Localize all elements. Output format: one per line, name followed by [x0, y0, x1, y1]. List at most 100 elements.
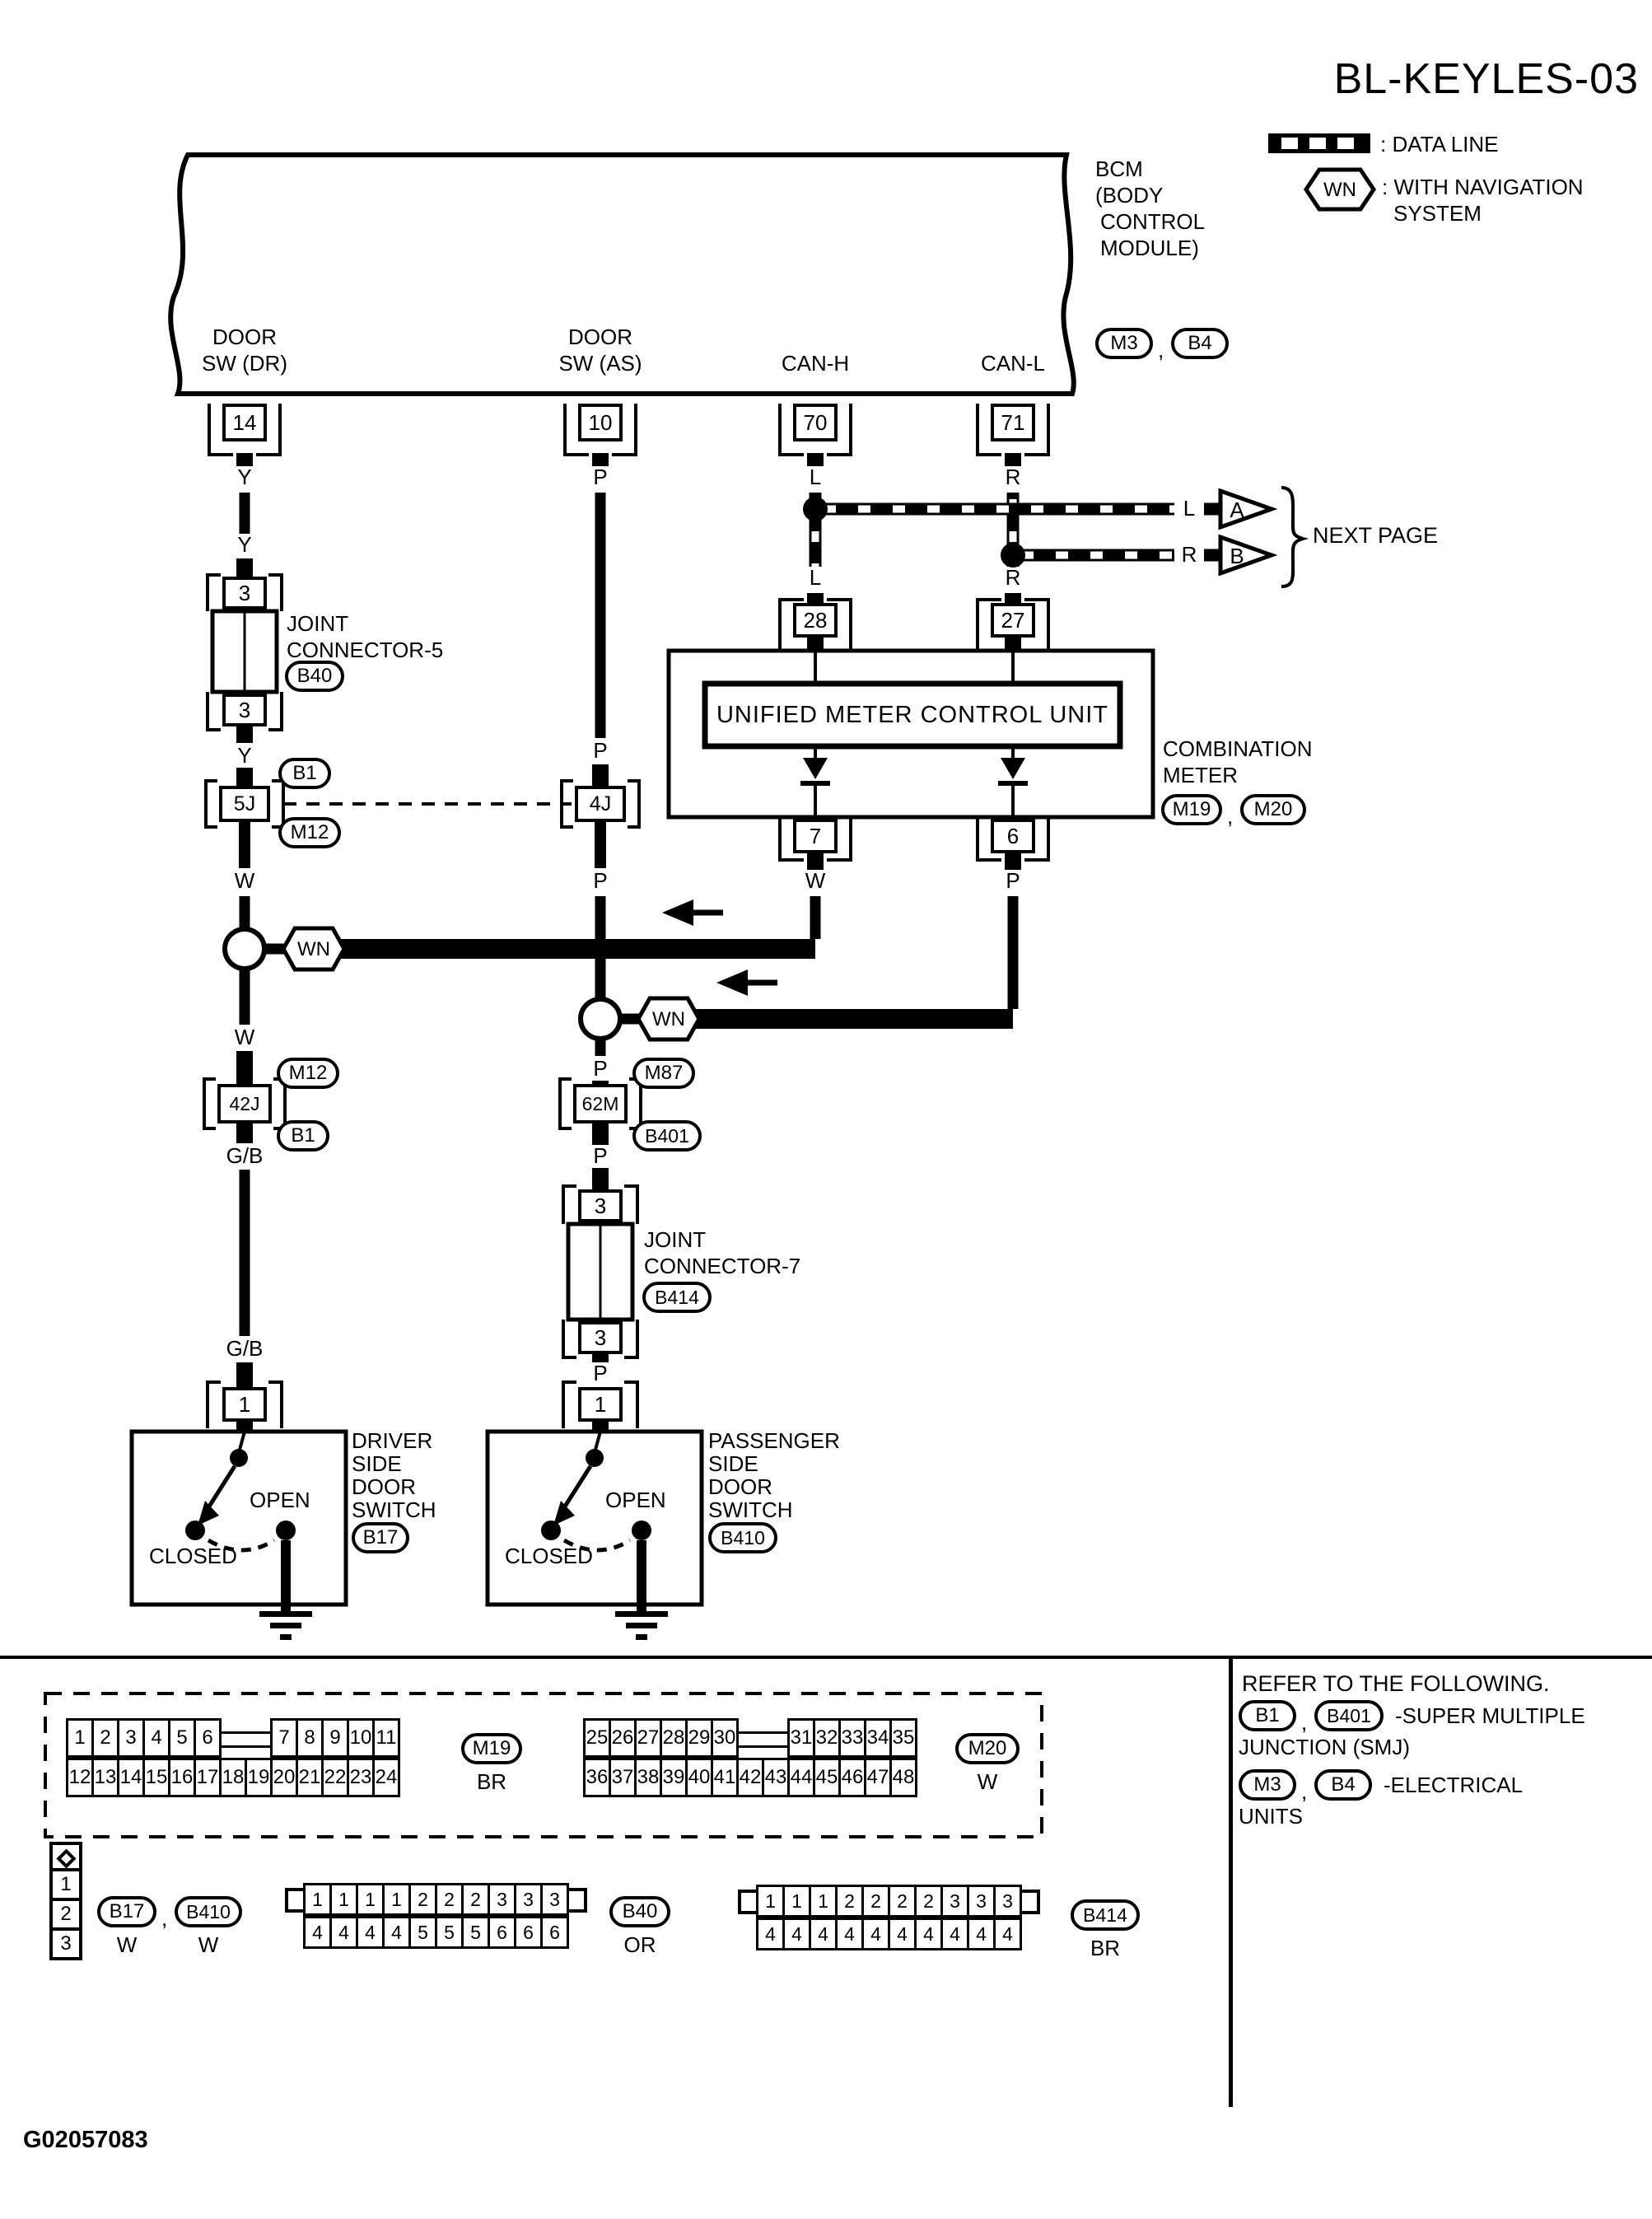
- refer-electrical-text-1: -ELECTRICAL: [1384, 1773, 1524, 1797]
- pin-cell: 6: [540, 1916, 569, 1949]
- pin-cell: 21: [296, 1758, 324, 1797]
- pin-cell: 44: [787, 1758, 815, 1797]
- refer-smj-text-1: -SUPER MULTIPLE: [1395, 1703, 1585, 1728]
- refer-electrical-text-2: UNITS: [1239, 1804, 1303, 1829]
- pin-cell: 38: [634, 1758, 662, 1797]
- pin-cell: 27: [634, 1718, 662, 1758]
- pin-cell: 2: [888, 1885, 917, 1918]
- diode-icon: [1001, 758, 1025, 779]
- pin-cell: 15: [142, 1758, 170, 1797]
- comma: ,: [1158, 338, 1164, 362]
- driver-door-switch: [129, 1429, 348, 1640]
- connector-color-label: W: [198, 1932, 219, 1957]
- switch-arrow-icon: [198, 1501, 219, 1525]
- diamond-icon: [55, 1848, 77, 1869]
- pin-cell: 3: [117, 1718, 145, 1758]
- connector-key-slot: [219, 1731, 273, 1748]
- diode-icon: [803, 758, 828, 779]
- jc7-name-1: JOINT: [644, 1227, 707, 1252]
- arrow-b-label: B: [1230, 544, 1244, 568]
- pin-cell: 1: [49, 1868, 82, 1901]
- connector-ref-m20: M20: [1240, 794, 1306, 825]
- connector-color-label: W: [977, 1769, 998, 1794]
- connector-ref-b40: B40: [285, 661, 344, 692]
- pin-cell: 1: [329, 1883, 358, 1916]
- pin-cell: 5: [168, 1718, 196, 1758]
- wire-label: R: [1181, 542, 1197, 567]
- junction-circle-a: [222, 927, 267, 971]
- pin-cell: 42: [736, 1758, 764, 1797]
- smj-pin-42j: 42J: [217, 1084, 272, 1124]
- pin-cell: 5: [408, 1916, 437, 1949]
- pin-cell: 4: [142, 1718, 170, 1758]
- wn-legend-hexagon: [1303, 167, 1377, 212]
- switch-closed-label: CLOSED: [505, 1544, 593, 1568]
- pin-cell: 41: [711, 1758, 739, 1797]
- pin-cell: 3: [540, 1883, 569, 1916]
- pin-cell: 9: [321, 1718, 349, 1758]
- smj-pin-4j: 4J: [575, 786, 626, 822]
- connector-ref-m19: M19: [461, 1733, 522, 1764]
- next-page-label: NEXT PAGE: [1313, 523, 1439, 548]
- bcm-terminal-label: DOOR: [212, 325, 277, 349]
- pin-cell: 48: [889, 1758, 917, 1797]
- pin-cell: 2: [435, 1883, 464, 1916]
- pin-cell: 22: [321, 1758, 349, 1797]
- pin-cell: 4: [888, 1918, 917, 1950]
- brace-icon: [1281, 486, 1309, 588]
- pin-cell: 28: [660, 1718, 688, 1758]
- jc7-name-2: CONNECTOR-7: [644, 1254, 801, 1278]
- pin-cell: 39: [660, 1758, 688, 1797]
- meter-name-2: METER: [1163, 763, 1238, 787]
- pin-cell: 2: [461, 1883, 490, 1916]
- pin-cell: 4: [782, 1918, 811, 1950]
- pin-cell: 5: [435, 1916, 464, 1949]
- switch-open-label: OPEN: [250, 1488, 310, 1512]
- pin-cell: 35: [889, 1718, 917, 1758]
- wire-label: W: [805, 868, 826, 893]
- pin-cell: 40: [685, 1758, 713, 1797]
- passenger-switch-name-3: DOOR: [708, 1474, 772, 1499]
- connector-ref-b414: B414: [1071, 1899, 1140, 1931]
- bcm-name-2: (BODY: [1095, 183, 1164, 208]
- pin-cell: 12: [66, 1758, 94, 1797]
- connector-ref-m3: M3: [1239, 1769, 1296, 1801]
- legend-graphics: [1268, 133, 1377, 212]
- connector-ref-b401: B401: [632, 1120, 702, 1152]
- meter-name-1: COMBINATION: [1163, 736, 1313, 761]
- passenger-switch-name-2: SIDE: [708, 1451, 758, 1476]
- pin-cell: 1: [809, 1885, 838, 1918]
- jc5-pin-top: 3: [222, 577, 267, 610]
- pin-cell: 26: [609, 1718, 637, 1758]
- connector-ref-b414: B414: [642, 1282, 712, 1313]
- pin-cell: 4: [303, 1916, 332, 1949]
- driver-switch-name-4: SWITCH: [352, 1497, 436, 1522]
- comma: ,: [1301, 1710, 1308, 1735]
- pin-box-27: 27: [991, 603, 1035, 638]
- pin-cell: 6: [194, 1718, 222, 1758]
- pin-cell: 7: [270, 1718, 298, 1758]
- switch-open-label: OPEN: [605, 1488, 666, 1512]
- pin-cell: 33: [838, 1718, 866, 1758]
- wire-label: Y: [237, 743, 252, 768]
- wn-hexagon-1: [281, 926, 347, 972]
- flow-arrow-2-icon: [716, 969, 748, 996]
- pin-box-70: 70: [793, 404, 838, 441]
- wire-label: Y: [237, 465, 252, 489]
- pin-cell: 1: [303, 1883, 332, 1916]
- nav-junctions: [222, 899, 1013, 1042]
- bcm-box: [168, 152, 1076, 396]
- pin-cell: 47: [864, 1758, 892, 1797]
- pin-box-28: 28: [793, 603, 838, 638]
- wire-label: G/B: [226, 1143, 264, 1168]
- pin-cell: 3: [488, 1883, 516, 1916]
- pin-cell: 2: [49, 1898, 82, 1931]
- arrow-a-icon: [1218, 488, 1278, 530]
- connector-ref-b1: B1: [277, 1120, 329, 1152]
- pin-cell: 8: [296, 1718, 324, 1758]
